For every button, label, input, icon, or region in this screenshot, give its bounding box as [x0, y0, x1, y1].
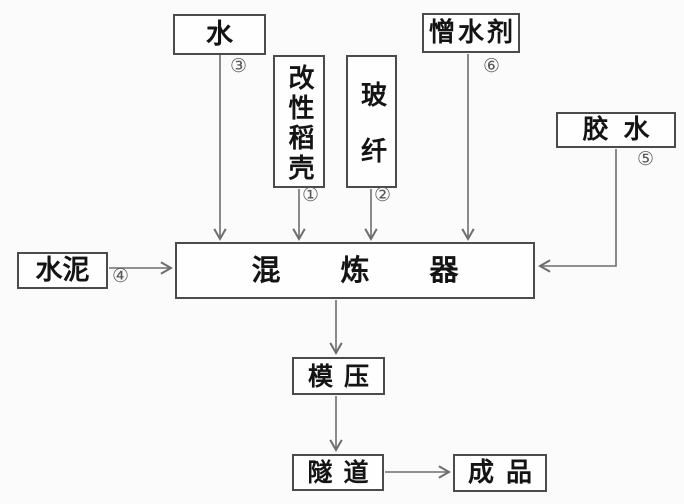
node-finished-product-label: 成品: [467, 458, 544, 488]
node-tunnel-label: 隧道: [307, 458, 380, 487]
badge-6-hydrophobic-agent: ⑥: [483, 55, 501, 77]
node-glue-label: 胶水: [582, 115, 665, 145]
badge-2-glass-fiber: ②: [374, 184, 392, 206]
node-glass-fiber-label: 玻纤: [356, 80, 387, 193]
node-cement: 水泥: [17, 252, 108, 289]
node-glass-fiber: 玻纤: [346, 55, 397, 193]
badge-1-rice-husk: ①: [302, 184, 320, 206]
badge-5-glue: ⑤: [637, 148, 655, 170]
node-mixer: 混炼器: [175, 242, 535, 299]
node-water-label: 水: [206, 19, 233, 50]
node-modified-rice-husk: 改性稻壳: [273, 55, 325, 188]
node-finished-product: 成品: [453, 454, 547, 492]
node-cement-label: 水泥: [35, 255, 90, 286]
node-molding: 模压: [292, 357, 385, 395]
node-mixer-label: 混炼器: [251, 253, 519, 287]
badge-4-cement: ④: [112, 265, 130, 287]
node-water: 水: [173, 14, 266, 55]
node-tunnel: 隧道: [292, 454, 384, 491]
node-molding-label: 模压: [307, 361, 380, 391]
badge-3-water: ③: [230, 55, 248, 77]
arrow-glue-to-mixer: [537, 149, 617, 273]
node-hydrophobic-agent-label: 憎水剂: [428, 18, 516, 48]
node-hydrophobic-agent: 憎水剂: [422, 13, 520, 53]
node-glue: 胶水: [556, 112, 676, 148]
node-modified-rice-husk-label: 改性稻壳: [284, 63, 314, 184]
